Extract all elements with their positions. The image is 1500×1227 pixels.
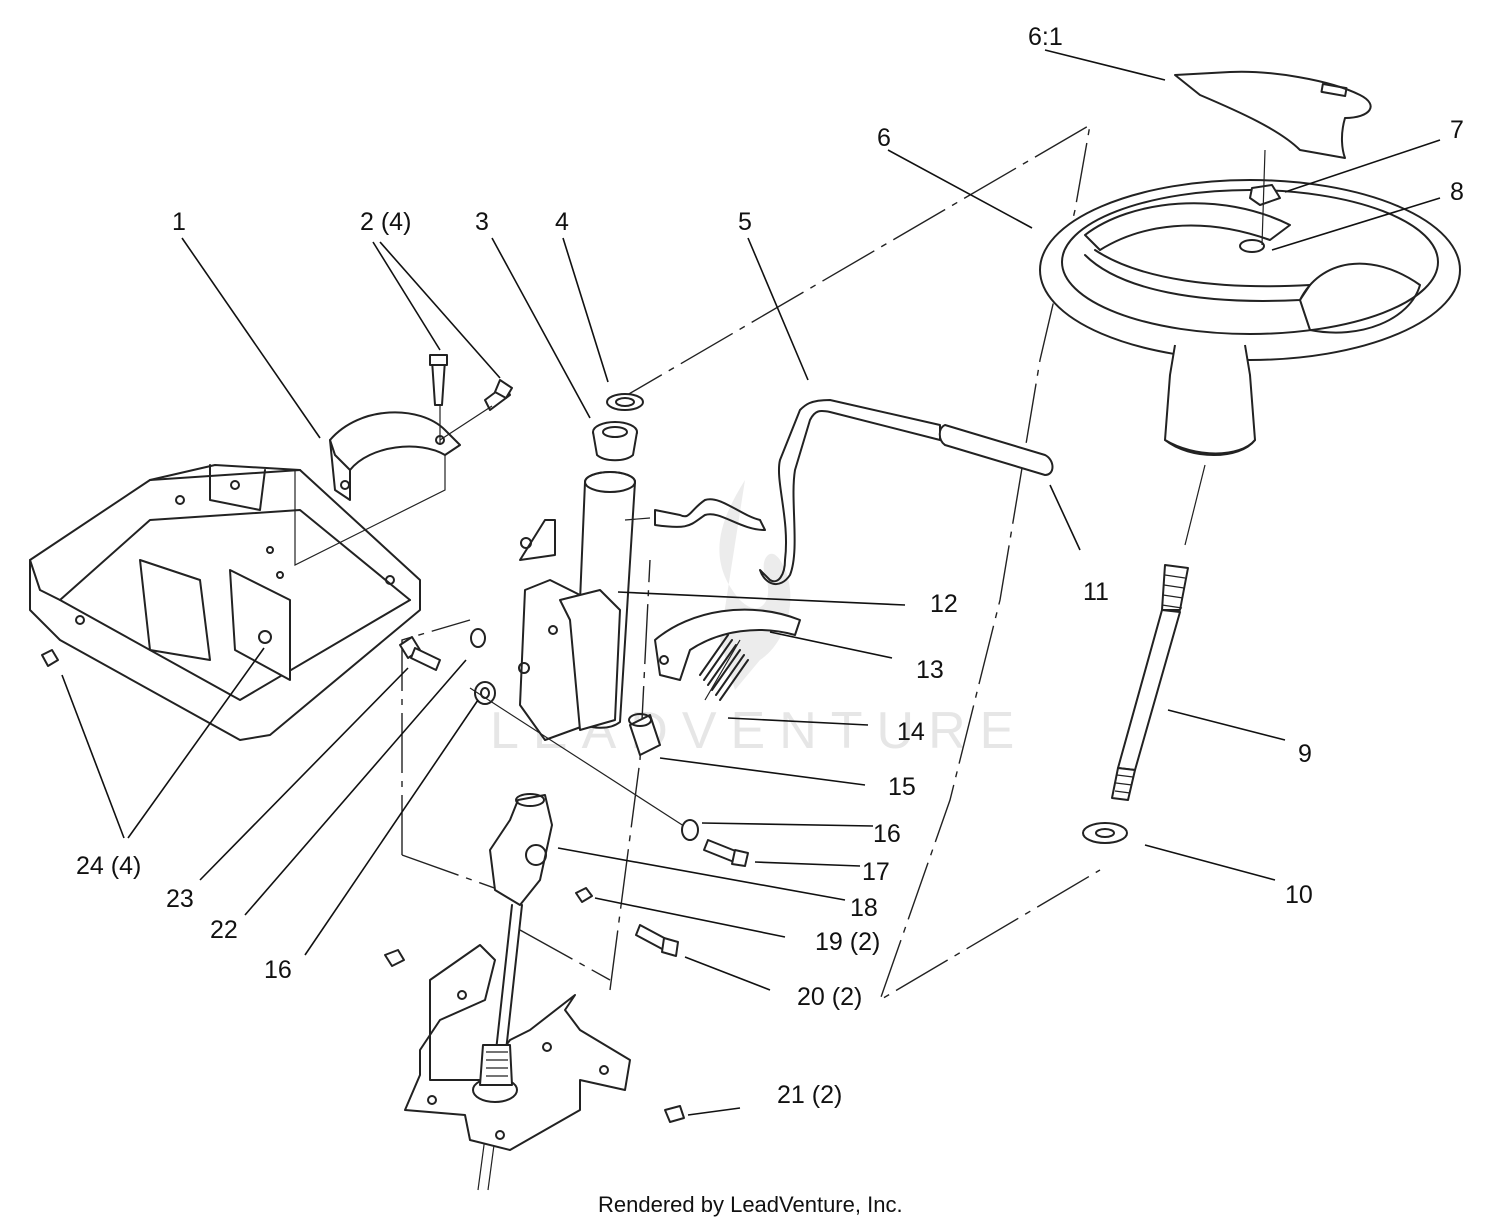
bolt-axis-line <box>469 687 691 831</box>
callout-6-1: 6:1 <box>1028 23 1063 51</box>
wheel-axis-line <box>1261 149 1266 246</box>
part-24-nuts <box>41 649 59 667</box>
callout-19: 19 (2) <box>815 928 880 956</box>
callout-21: 21 (2) <box>777 1081 842 1109</box>
callout-22: 22 <box>210 916 238 944</box>
callout-17: 17 <box>862 858 890 886</box>
part-3-bushing <box>592 421 638 462</box>
part-12-steering-column <box>518 471 766 741</box>
callout-6: 6 <box>877 124 891 152</box>
callout-7: 7 <box>1450 116 1464 144</box>
callout-13: 13 <box>916 656 944 684</box>
footer-credit: Rendered by LeadVenture, Inc. <box>598 1192 903 1217</box>
callout-1: 1 <box>172 208 186 236</box>
part-14-spring <box>699 634 749 701</box>
callout-8: 8 <box>1450 178 1464 206</box>
part-7-nut <box>1249 184 1281 206</box>
part-2-upper-clamp <box>329 354 513 501</box>
callout-15: 15 <box>888 773 916 801</box>
part-5-lever-rod <box>759 399 1054 585</box>
part-4-washer <box>606 393 644 411</box>
callout-11: 11 <box>1083 578 1109 606</box>
callout-10: 10 <box>1285 881 1313 909</box>
callout-16-left: 16 <box>264 956 292 984</box>
callout-16-right: 16 <box>873 820 901 848</box>
part-1-mounting-frame <box>29 455 446 741</box>
callout-4: 4 <box>555 208 569 236</box>
callout-18: 18 <box>850 894 878 922</box>
part-13-clamp-half <box>654 608 801 681</box>
part-20-bolt <box>635 924 679 957</box>
callout-2: 2 (4) <box>360 208 411 236</box>
callout-14: 14 <box>897 718 925 746</box>
part-23-bolt <box>399 636 441 671</box>
part-8-washer <box>1239 239 1265 253</box>
leader-lines <box>61 49 1441 1116</box>
part-9-steering-shaft <box>1111 464 1206 801</box>
callout-5: 5 <box>738 208 752 236</box>
callout-23: 23 <box>166 885 194 913</box>
part-16-washer-right <box>681 819 699 841</box>
callout-24: 24 (4) <box>76 852 141 880</box>
lower-mounting-bracket <box>384 944 685 1151</box>
part-19-nut <box>575 887 593 903</box>
callout-20: 20 (2) <box>797 983 862 1011</box>
callout-9: 9 <box>1298 740 1312 768</box>
part-10-washer <box>1082 822 1128 844</box>
part-16-washer-left <box>474 681 496 705</box>
callouts: 1 2 (4) 3 4 5 6 6:1 7 8 9 10 11 12 13 14… <box>76 23 1464 1109</box>
part-22-washer <box>470 628 486 648</box>
part-6-1-wheel-cap <box>1174 70 1372 159</box>
callout-12: 12 <box>930 590 958 618</box>
part-15-spacer <box>628 713 661 756</box>
phantom-lines <box>401 123 1101 1002</box>
part-6-steering-wheel <box>1039 179 1461 456</box>
part-17-bolt <box>703 839 749 867</box>
callout-3: 3 <box>475 208 489 236</box>
